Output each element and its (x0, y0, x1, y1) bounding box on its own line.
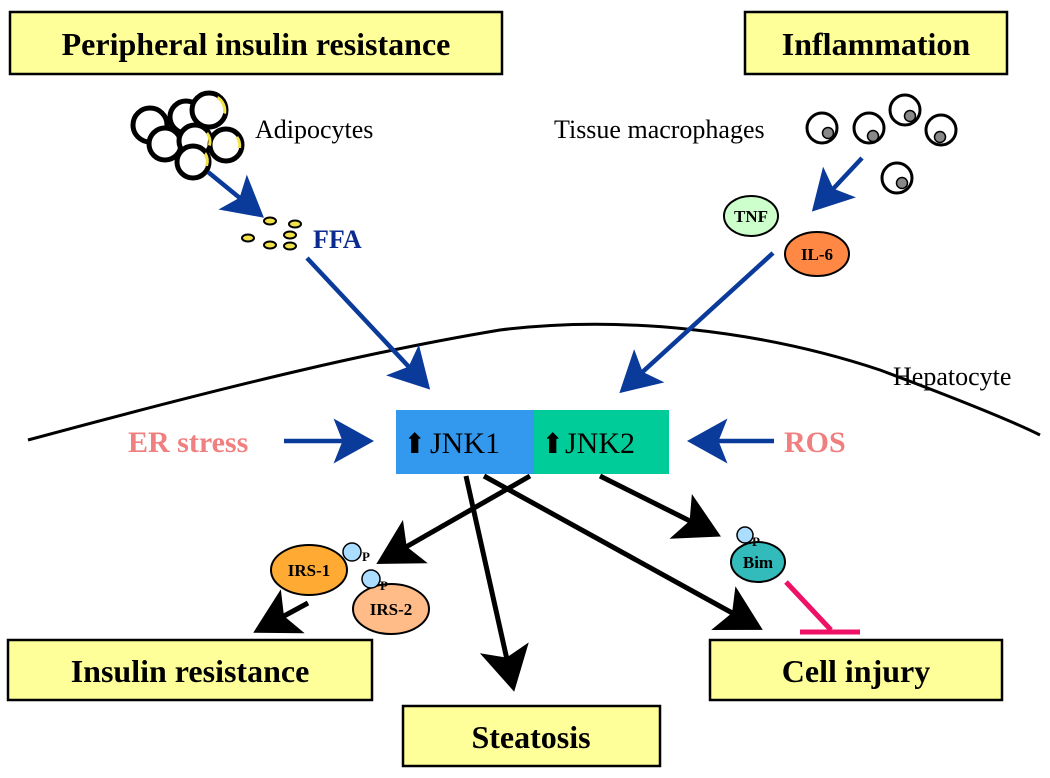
il6-label: IL-6 (801, 245, 833, 264)
irs1-phospho: P (342, 542, 370, 564)
arrow-macrophages-to-tnf (811, 156, 864, 212)
hepatocyte-label: Hepatocyte (893, 362, 1011, 391)
steatosis-label: Steatosis (471, 719, 590, 755)
tissue-macrophages-label: Tissue macrophages (554, 115, 765, 144)
arrow-jnk-to-steatosis (463, 475, 529, 692)
er-stress-label: ER stress (128, 426, 248, 459)
black-arrows (253, 473, 763, 692)
jnk2-label: JNK2 (565, 427, 635, 460)
arrow-ffa-to-jnk1 (305, 256, 431, 390)
irs1-label: IRS-1 (288, 561, 331, 580)
irs2-molecule: IRS-2 (352, 583, 430, 635)
il6-molecule: IL-6 (784, 231, 850, 277)
cell-injury-label: Cell injury (782, 653, 930, 689)
arrow-adipocytes-to-ffa (206, 170, 264, 218)
inflammation-box: Inflammation (743, 10, 1009, 76)
jnk2-box: ⬆ JNK2 (534, 410, 669, 474)
hepatocyte-membrane (27, 322, 1041, 442)
ros-label: ROS (784, 426, 846, 459)
bim-p-label: P (752, 534, 760, 549)
jnk2-up-arrow-icon: ⬆ (541, 429, 564, 460)
adipocytes-label: Adipocytes (255, 115, 373, 144)
bim-label: Bim (743, 553, 773, 572)
irs2-label: IRS-2 (370, 600, 413, 619)
irs2-p-label: P (380, 578, 388, 593)
insulin-resistance-box: Insulin resistance (6, 638, 374, 702)
insulin-resistance-label: Insulin resistance (71, 653, 310, 689)
adipocytes-icon (130, 90, 245, 181)
arrow-irs-to-insulin-resistance (253, 589, 310, 634)
bim-phospho: P (736, 526, 760, 549)
jnk1-label: JNK1 (430, 427, 500, 460)
irs1-p-label: P (362, 549, 370, 564)
irs2-phospho: P (361, 569, 388, 593)
peripheral-insulin-resistance-label: Peripheral insulin resistance (62, 26, 451, 62)
jnk1-up-arrow-icon: ⬆ (403, 429, 426, 460)
arrow-il6-to-jnk2 (619, 251, 775, 394)
jnk1-box: ⬆ JNK1 (396, 410, 534, 474)
ffa-label: FFA (313, 225, 362, 254)
tnf-label: TNF (734, 207, 768, 226)
steatosis-box: Steatosis (401, 704, 662, 768)
cell-injury-box: Cell injury (708, 638, 1004, 702)
bim-inhibition (784, 580, 860, 635)
irs1-molecule: IRS-1 (270, 544, 348, 596)
blue-arrows (206, 156, 864, 464)
tnf-molecule: TNF (723, 195, 779, 237)
ffa-droplets-icon (241, 216, 302, 251)
arrow-jnk1-to-cell-injury (482, 473, 763, 630)
bim-molecule: Bim (730, 541, 786, 583)
arrow-jnk2-to-bim (598, 473, 721, 539)
macrophages-icon (805, 93, 958, 195)
inflammation-label: Inflammation (782, 26, 971, 62)
peripheral-insulin-resistance-box: Peripheral insulin resistance (8, 10, 504, 76)
